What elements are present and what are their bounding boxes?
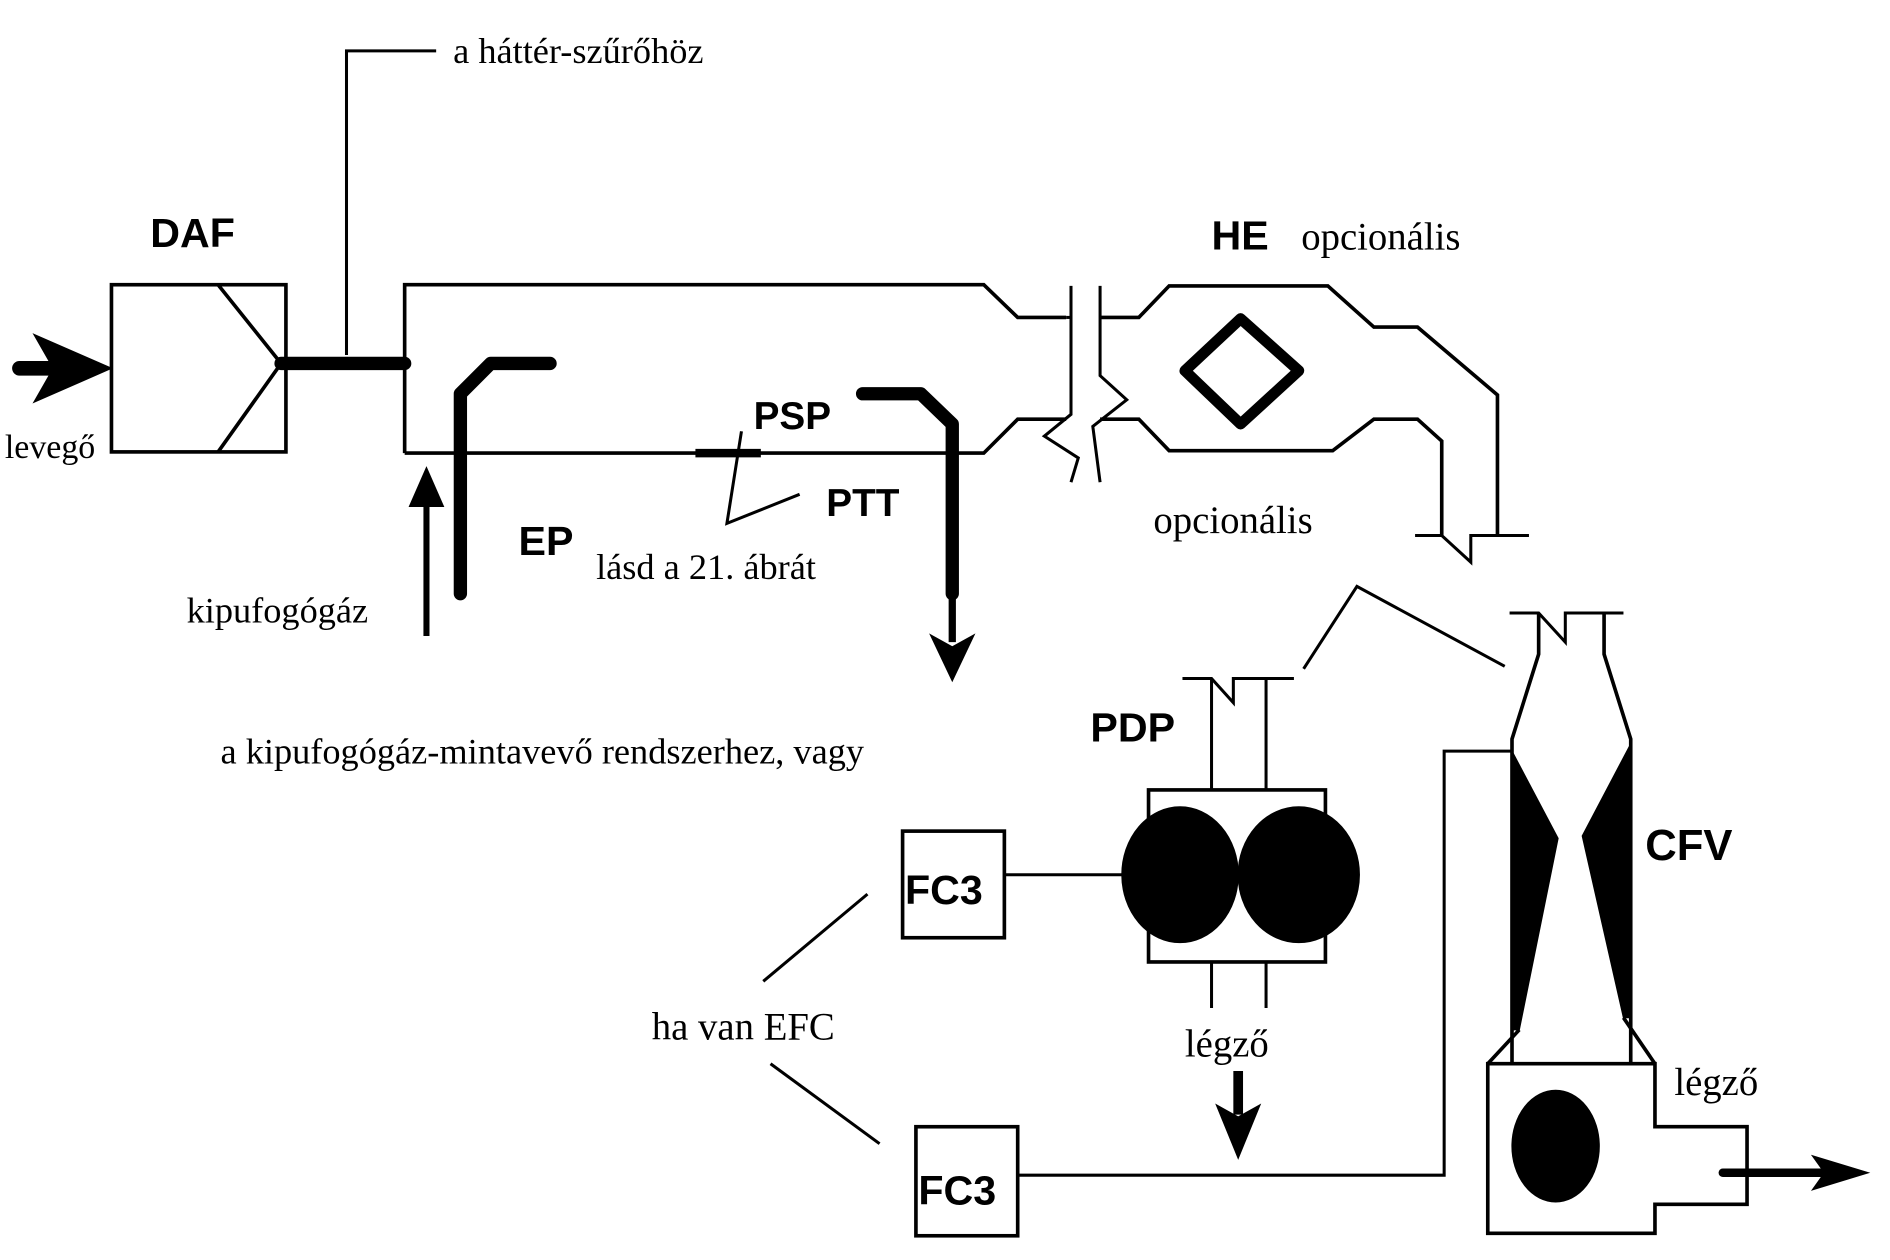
cfv-vent-label: légző — [1674, 1061, 1758, 1104]
dilution-tunnel — [402, 282, 1067, 455]
pdp-label: PDP — [1090, 704, 1175, 750]
tunnel-lower-wall — [404, 417, 1067, 455]
optional-below-label: opcionális — [1153, 499, 1312, 542]
ptt-leader-line — [725, 431, 801, 526]
if-efc-label: ha van EFC — [652, 1006, 835, 1049]
fc3-bottom: FC3 — [914, 749, 1512, 1238]
tunnel-break-marks — [1041, 285, 1130, 483]
cfv-inlet-break — [1509, 611, 1624, 647]
he-optional-label: opcionális — [1301, 216, 1460, 259]
he-label: HE — [1212, 213, 1269, 259]
he-inner-wall — [1100, 417, 1444, 536]
sampling-probe: PSP PTT a kipufogógáz-mintavevő rendszer… — [221, 387, 976, 771]
daf-label: DAF — [150, 210, 235, 256]
background-filter-line — [344, 49, 437, 355]
air-inlet: levegő — [5, 333, 113, 466]
cfv-venturi: CFV — [1486, 611, 1733, 1067]
cfv-throat-left — [1511, 750, 1559, 1031]
pdp-rotor-right — [1237, 806, 1360, 944]
cfv-label: CFV — [1645, 822, 1732, 870]
blower-rotor — [1511, 1089, 1600, 1203]
ep-label: EP — [519, 518, 574, 564]
air-inlet-arrow-icon — [32, 333, 113, 404]
pdp-cfv-selector-line — [1302, 584, 1506, 670]
fc3-top: FC3 — [900, 829, 1122, 940]
daf-filter: DAF — [109, 210, 412, 454]
efc-note: ha van EFC — [652, 892, 881, 1145]
break-mark-right — [1091, 285, 1130, 483]
psp-label: PSP — [754, 395, 832, 438]
fc3-bottom-label: FC3 — [918, 1167, 996, 1213]
background-filter-connection: a háttér-szűrőhöz — [344, 31, 704, 355]
efc-leader-top — [762, 892, 869, 983]
cfv-vent-arrow-icon — [1810, 1154, 1871, 1191]
pdp-rotor-left — [1121, 806, 1239, 944]
cfv-throat-right — [1581, 743, 1632, 1019]
sampling-arrow-icon — [929, 633, 976, 683]
fc3-top-box — [900, 829, 1007, 940]
pdp-vent-arrow-icon — [1215, 1103, 1262, 1160]
pdp-pump: PDP légző — [1090, 676, 1360, 1160]
exhaust-pipe-tube — [453, 356, 557, 601]
he-outlet-break — [1415, 533, 1529, 566]
exhaust-gas-arrow-icon — [408, 466, 445, 508]
ep-note: lásd a 21. ábrát — [596, 547, 816, 587]
he-element-icon — [1179, 313, 1305, 430]
transfer-tube — [855, 387, 959, 601]
break-mark-left — [1041, 285, 1081, 483]
ptt-label: PTT — [826, 482, 900, 525]
tunnel-upper-wall — [402, 282, 1067, 454]
air-inlet-label: levegő — [5, 429, 95, 466]
fc3-top-label: FC3 — [905, 867, 983, 913]
he-outer-wall — [1100, 284, 1500, 536]
cfv-blower: légző — [1485, 1061, 1871, 1236]
exhaust-gas-label: kipufogógáz — [187, 591, 369, 631]
pdp-vent-label: légző — [1185, 1022, 1269, 1065]
exhaust-pipe: kipufogógáz EP lásd a 21. ábrát — [187, 356, 816, 637]
cfv-diffuser-right — [1621, 1016, 1657, 1065]
fc3-bottom-signal-line — [1017, 749, 1512, 1177]
fc3-bottom-box — [914, 1124, 1020, 1238]
background-filter-label: a háttér-szűrőhöz — [453, 31, 703, 71]
cfv-diffuser-left — [1486, 1028, 1521, 1065]
efc-leader-bottom — [769, 1062, 881, 1145]
daf-box — [109, 282, 288, 454]
to-sampling-system-label: a kipufogógáz-mintavevő rendszerhez, vag… — [221, 731, 865, 771]
heat-exchanger: HE opcionális opcionális — [1100, 213, 1529, 566]
pdp-inlet-break — [1182, 676, 1294, 707]
